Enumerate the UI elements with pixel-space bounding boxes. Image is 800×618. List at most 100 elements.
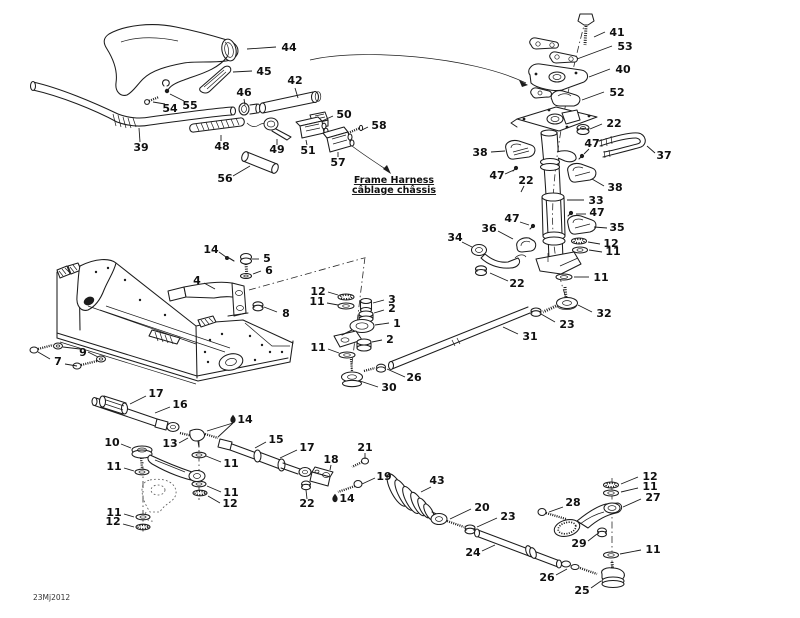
part-callout-16-55: 16 (172, 398, 188, 411)
part-callout-22-23: 22 (518, 174, 533, 187)
leader-line (263, 306, 278, 313)
leader-line (502, 326, 519, 335)
part-callout-25-83: 25 (574, 584, 589, 597)
part-callout-37-19: 37 (656, 149, 671, 162)
leader-line (129, 395, 147, 405)
jam-nut-26-lower (560, 560, 598, 576)
clamp-half-40 (528, 63, 589, 92)
leader-line (243, 98, 246, 106)
bushing-ring-46 (238, 102, 261, 116)
leader-line (361, 126, 369, 131)
jam-nut-23-upper (530, 307, 542, 317)
bolts-7-washers-9 (29, 342, 107, 370)
leader-line (123, 467, 135, 472)
bolt-21 (351, 457, 370, 469)
riser-tube-42 (258, 90, 322, 114)
part-callout-12-31: 12 (603, 237, 618, 250)
part-callout-14-38: 14 (203, 243, 219, 256)
screw-54 (144, 95, 160, 105)
nut-8 (252, 301, 264, 312)
part-callout-12-67: 12 (222, 497, 237, 510)
part-callout-47-28: 47 (504, 212, 519, 225)
spacer-tube-56 (241, 151, 279, 174)
u-bolt-37 (598, 132, 646, 159)
part-callout-10-57: 10 (104, 436, 120, 449)
leader-line (321, 115, 334, 122)
routing-curve (309, 54, 527, 84)
bolt-19 (337, 479, 363, 494)
part-callout-11-46: 11 (309, 295, 324, 308)
bolt-41 (577, 13, 595, 46)
leader-line (373, 309, 385, 314)
leader-line (588, 249, 603, 253)
part-callout-11-59: 11 (223, 457, 238, 470)
leader-line (593, 226, 608, 229)
leader-line (294, 87, 299, 99)
leader-line (519, 221, 530, 226)
frame-harness-label-en: Frame Harness (354, 175, 435, 186)
part-callout-1-49: 1 (393, 317, 401, 330)
throttle-lever-45 (199, 65, 232, 94)
part-callout-31-37: 31 (522, 330, 537, 343)
leader-line (540, 313, 556, 323)
leader-line (327, 348, 340, 354)
part-callout-36-29: 36 (481, 222, 497, 235)
part-callout-22-18: 22 (606, 117, 621, 130)
leader-line (169, 93, 185, 102)
leader-line (326, 302, 339, 306)
bushing-3 (359, 297, 373, 314)
leader-line (588, 68, 611, 78)
part-callout-50-4: 50 (336, 108, 352, 121)
part-callout-26-53: 26 (406, 371, 422, 384)
part-callout-30-52: 30 (381, 381, 397, 394)
leader-line (154, 406, 171, 414)
leader-line (520, 185, 525, 193)
nut-29 (596, 527, 608, 538)
part-callout-41-14: 41 (609, 26, 624, 39)
part-callout-44-0: 44 (281, 41, 297, 54)
part-callout-15-60: 15 (268, 433, 283, 446)
yoke-block-18 (309, 466, 334, 487)
leader-line (372, 299, 385, 304)
leader-line (152, 101, 166, 105)
part-callout-39-8: 39 (133, 141, 148, 154)
part-callout-27-80: 27 (645, 491, 660, 504)
leader-line (386, 368, 406, 378)
part-callout-11-81: 11 (645, 543, 660, 556)
leader-line (497, 230, 514, 240)
part-callout-54-6: 54 (162, 102, 178, 115)
part-callout-42-2: 42 (287, 74, 302, 87)
part-callout-26-82: 26 (539, 571, 555, 584)
washers-spindle-upper (602, 481, 620, 497)
leader-line (64, 363, 78, 367)
pin-58 (347, 124, 364, 135)
leader-line (476, 517, 498, 528)
bellows-43 (386, 473, 445, 525)
leader-line (620, 476, 639, 485)
leader-line (120, 443, 132, 449)
leader-line (646, 145, 656, 154)
part-callout-17-61: 17 (299, 441, 314, 454)
leader-line (449, 508, 472, 520)
part-callout-22-69: 22 (299, 497, 314, 510)
switch-housing-51 (295, 116, 329, 139)
part-callout-14-56: 14 (237, 413, 253, 426)
cable-hook-55 (162, 79, 170, 87)
leader-line (481, 544, 496, 552)
leader-line (232, 165, 251, 177)
steering-arm-10 (131, 445, 206, 483)
part-callout-17-54: 17 (148, 387, 163, 400)
leader-line (218, 251, 227, 258)
leader-line (207, 495, 221, 504)
leader-line (622, 498, 642, 508)
bushing-36 (516, 237, 537, 253)
part-callout-13-58: 13 (162, 437, 177, 450)
part-callout-53-15: 53 (617, 40, 632, 53)
part-callout-34-30: 34 (447, 231, 463, 244)
grip-heater-48 (189, 117, 245, 133)
leader-line (374, 322, 390, 326)
leader-line (359, 380, 379, 388)
part-callout-47-20: 47 (584, 137, 599, 150)
tie-rod-24 (473, 528, 563, 569)
part-callout-51-11: 51 (300, 144, 315, 157)
